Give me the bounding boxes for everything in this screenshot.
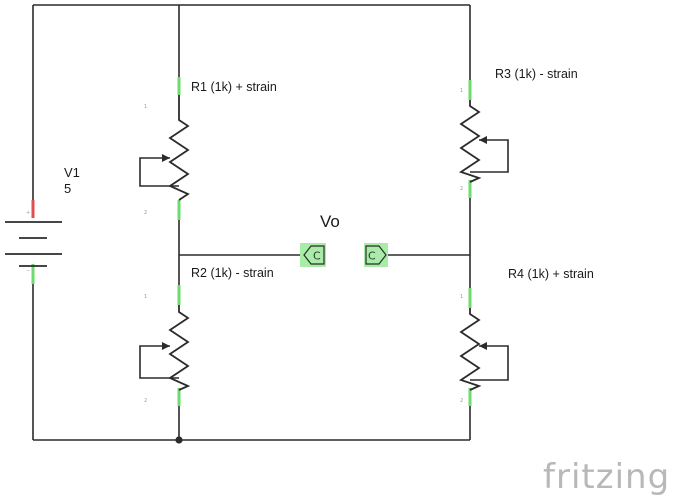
r4-pin-mark-1: 1 — [460, 294, 463, 300]
r1-pin-mark-1: 1 — [144, 104, 147, 110]
probe-left-body — [303, 245, 325, 265]
fritzing-watermark: fritzing — [543, 457, 670, 497]
r3-wiper — [470, 139, 509, 173]
r2-pin-mark-1: 1 — [144, 294, 147, 300]
r2-label: R2 (1k) - strain — [191, 266, 274, 280]
probe-left-text: C — [313, 250, 321, 263]
r1-pin-mark-2: 2 — [144, 210, 147, 216]
r4-zigzag — [458, 308, 482, 391]
resistor-r4[interactable]: 1 2 — [458, 288, 509, 406]
probe-right-text: C — [368, 250, 376, 263]
r4-pin-bottom[interactable] — [468, 388, 472, 406]
v1-value: 5 — [64, 181, 71, 196]
battery-pin-plus[interactable] — [31, 200, 35, 218]
r3-label: R3 (1k) - strain — [495, 67, 578, 81]
r3-pin-mark-2: 2 — [460, 186, 463, 192]
r2-pin-bottom[interactable] — [177, 388, 181, 406]
r3-zigzag — [458, 100, 482, 183]
r1-zigzag — [168, 95, 190, 201]
r1-label: R1 (1k) + strain — [191, 80, 277, 94]
r2-pin-top[interactable] — [177, 285, 181, 305]
probe-right-bg[interactable] — [364, 243, 388, 267]
battery-pin-minus[interactable] — [31, 264, 35, 284]
resistor-r1[interactable]: 1 2 — [139, 77, 190, 220]
vo-label: Vo — [320, 212, 340, 231]
r4-label: R4 (1k) + strain — [508, 267, 594, 281]
r3-pin-bottom[interactable] — [468, 180, 472, 198]
probe-right[interactable]: C — [364, 243, 388, 267]
probe-right-body — [365, 245, 387, 265]
probe-left[interactable]: C — [300, 243, 326, 267]
r4-pin-top[interactable] — [468, 288, 472, 308]
r2-wiper — [139, 345, 179, 379]
battery-pin-minus-mark: − — [26, 268, 30, 274]
r4-pin-mark-2: 2 — [460, 398, 463, 404]
resistor-r3[interactable]: 1 2 — [458, 80, 509, 198]
r3-pin-mark-1: 1 — [460, 88, 463, 94]
r2-pin-mark-2: 2 — [144, 398, 147, 404]
v1-label: V1 — [64, 165, 80, 180]
r2-wiper-arrow — [162, 342, 170, 350]
r4-wiper-arrow — [479, 342, 487, 350]
resistor-r2[interactable]: 1 2 — [139, 285, 191, 406]
r3-wiper-arrow — [479, 136, 487, 144]
r3-pin-top[interactable] — [468, 80, 472, 100]
wires — [32, 4, 471, 441]
r4-wiper — [470, 345, 509, 381]
r1-wiper-arrow — [162, 154, 170, 162]
junction-dot — [175, 436, 183, 444]
battery-v1[interactable]: + − — [5, 200, 62, 284]
r2-zigzag — [168, 305, 191, 391]
r1-pin-bottom[interactable] — [177, 200, 181, 220]
r1-wiper — [139, 157, 179, 187]
r1-pin-top[interactable] — [177, 77, 181, 95]
battery-pin-plus-mark: + — [26, 210, 30, 216]
